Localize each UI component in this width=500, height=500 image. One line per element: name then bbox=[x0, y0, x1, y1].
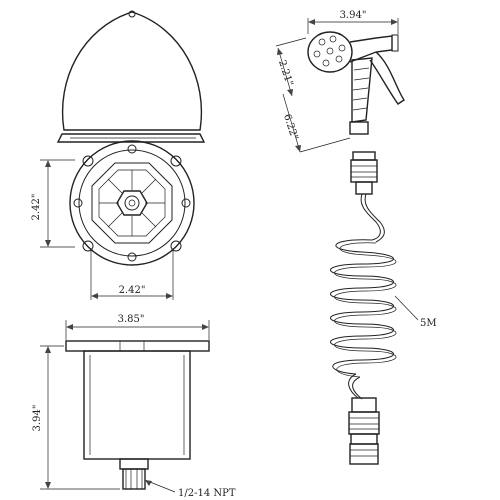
spray-nozzle bbox=[307, 31, 405, 135]
coiled-hose bbox=[330, 151, 397, 465]
body-height-label: 3.94" bbox=[32, 405, 43, 432]
dim-nozzle-width bbox=[307, 18, 399, 34]
hose-length-leader bbox=[394, 295, 419, 321]
flange-height-label: 2.42" bbox=[31, 194, 42, 221]
hinged-lid bbox=[56, 10, 206, 143]
nozzle-width-label: 3.94" bbox=[340, 10, 367, 21]
dim-nozzle-height-large bbox=[282, 93, 351, 153]
dim-body-height bbox=[40, 345, 120, 490]
dim-nozzle-height-small bbox=[275, 37, 307, 97]
thread-label: 1/2-14 NPT bbox=[178, 488, 236, 499]
dim-flange-width bbox=[90, 250, 174, 300]
hose-length-label: 5M bbox=[420, 318, 437, 329]
nozzle-height-small-label: 2.21" bbox=[276, 59, 295, 88]
dim-body-width bbox=[65, 320, 210, 340]
body-side-view bbox=[65, 340, 210, 490]
nozzle-height-large-label: 6.22" bbox=[281, 113, 300, 142]
body-width-label: 3.85" bbox=[118, 314, 145, 325]
dim-flange-height bbox=[40, 159, 75, 248]
flange-front-view bbox=[69, 140, 195, 266]
thread-leader bbox=[144, 479, 176, 493]
flange-width-label: 2.42" bbox=[119, 285, 146, 296]
